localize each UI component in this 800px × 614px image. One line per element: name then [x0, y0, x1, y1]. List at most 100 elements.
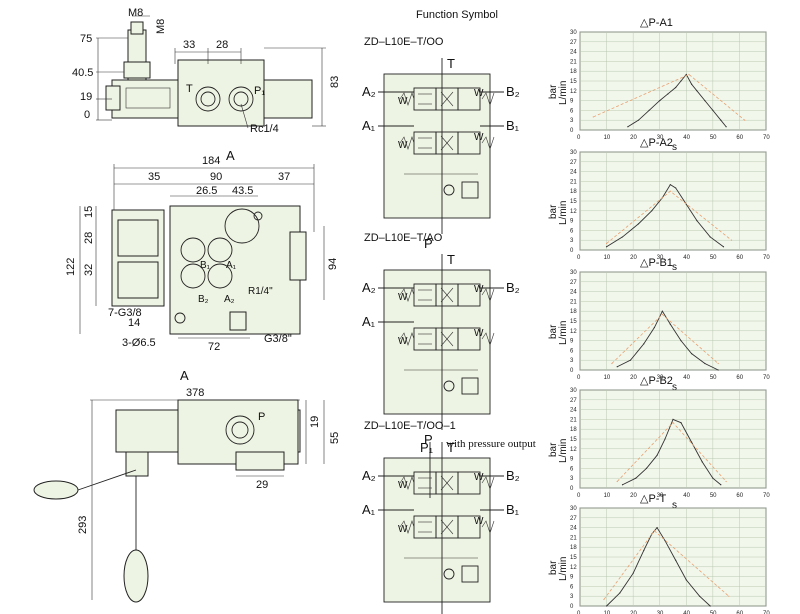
chart-point [725, 126, 727, 128]
port-p-label: P [424, 236, 433, 251]
dim-37: 37 [278, 171, 290, 183]
chart-point [685, 579, 687, 581]
symbol-label: ZD–L10E–T/OO–1 [364, 420, 456, 432]
chart-x-tick: 20 [630, 255, 637, 261]
chart-x-tick: 0 [577, 255, 581, 261]
chart-ylabel-flow: L/min [558, 81, 569, 105]
chart-y-tick: 3 [570, 238, 574, 244]
dim-32: 32 [83, 264, 95, 276]
chart-y-tick: 9 [570, 457, 574, 463]
port-p1-label: P₁ [254, 85, 265, 97]
spool-section [399, 515, 495, 539]
spool-section [399, 87, 495, 111]
chart-y-tick: 9 [570, 339, 574, 345]
dim-72: 72 [208, 341, 220, 353]
check-valve-icon [443, 184, 455, 196]
spring-w-label: W [398, 96, 408, 107]
chart-point [717, 369, 719, 371]
spool-arrow [440, 135, 454, 151]
chart-series-pressure [627, 73, 727, 128]
function-symbols: ZD–L10E–T/OOWWWWTPA₂A₁B₂B₁ZD–L10E–T/AOWW… [362, 36, 536, 614]
spring-w-label: W [398, 336, 408, 347]
chart-y-tick: 21 [570, 417, 577, 423]
dim-19-side: 19 [309, 416, 321, 428]
chart-point [632, 572, 634, 574]
chart-point [720, 119, 722, 121]
chart-point [659, 100, 661, 102]
chart-point [722, 246, 725, 248]
port-b2-label: B₂ [506, 84, 520, 99]
chart-y-tick: 9 [570, 219, 574, 225]
chart-point [675, 559, 677, 561]
chart-y-tick: 27 [570, 40, 577, 46]
chart-point [635, 477, 637, 479]
spring-w-label: W [398, 524, 408, 535]
spring-icon [399, 288, 415, 302]
spring-w-label: W [474, 472, 484, 483]
g38-7-label: 7-G3/8 [108, 307, 142, 319]
port-p1-label: P₁ [420, 440, 434, 455]
top-m8-label: M8 [128, 7, 143, 19]
dim-26-5: 26.5 [196, 185, 217, 197]
chart-y-tick: 0 [570, 248, 574, 254]
chart-y-tick: 3 [570, 594, 574, 600]
chart-x-tick: 30 [657, 255, 664, 261]
spool-cell [457, 327, 481, 351]
symbol-label: ZD–L10E–T/OO [364, 36, 444, 48]
side-port-p: P [258, 411, 265, 423]
spool-arrow [440, 287, 454, 303]
chart-point [621, 236, 624, 238]
side-view-drawing: A 378 293 29 19 55 P [33, 368, 341, 603]
port-a2-label: A₂ [224, 294, 235, 305]
port-b2-label: B₂ [506, 468, 520, 483]
chart-point [680, 80, 682, 82]
port-a1-label: A₁ [362, 502, 376, 517]
chart-y-tick: 15 [570, 555, 577, 561]
chart-y-tick: 30 [570, 388, 577, 394]
chart-y-tick: 18 [570, 309, 577, 315]
port-b2-label: B₂ [506, 280, 520, 295]
chart-point [691, 353, 693, 355]
spring-icon [399, 520, 415, 534]
chart-y-tick: 15 [570, 437, 577, 443]
spring-icon [481, 92, 495, 106]
chart-point [616, 480, 618, 483]
chart-y-tick: 24 [570, 526, 577, 532]
port-a1-label: A₁ [226, 260, 237, 271]
chart-y-tick: 27 [570, 160, 577, 166]
chart-point [744, 119, 746, 121]
chart-point [688, 73, 690, 76]
chart-y-tick: 24 [570, 50, 577, 56]
dim-28-front: 28 [83, 232, 95, 244]
spring-icon [399, 476, 415, 490]
chart-point [730, 239, 733, 241]
chart-point [704, 100, 706, 102]
chart-ylabel-flow: L/min [558, 439, 569, 463]
chart-point [619, 592, 621, 594]
spring-icon [481, 136, 495, 150]
chart-y-tick: 27 [570, 398, 577, 404]
chart-point [661, 310, 663, 312]
chart-x-tick: 20 [630, 611, 637, 614]
chart-point [605, 605, 608, 607]
chart-point [691, 441, 693, 443]
spool-section [399, 327, 495, 351]
chart-title: △P-A1 [640, 17, 673, 29]
chart-x-tick: 10 [604, 375, 611, 381]
chart-point [616, 366, 618, 368]
chart-point [629, 359, 632, 361]
chart-x-tick: 50 [710, 611, 717, 614]
chart-point [592, 116, 594, 118]
spring-w-label: W [474, 88, 484, 99]
chart-x-tick: 40 [683, 611, 690, 614]
symbol-label: ZD–L10E–T/AO [364, 232, 443, 244]
chart-y-tick: 0 [570, 368, 574, 374]
chart-y-tick: 15 [570, 319, 577, 325]
port-t-label: T [447, 56, 455, 71]
spring-w-label: W [474, 132, 484, 143]
spool-section [399, 471, 495, 495]
side-section-a: A [180, 368, 189, 383]
